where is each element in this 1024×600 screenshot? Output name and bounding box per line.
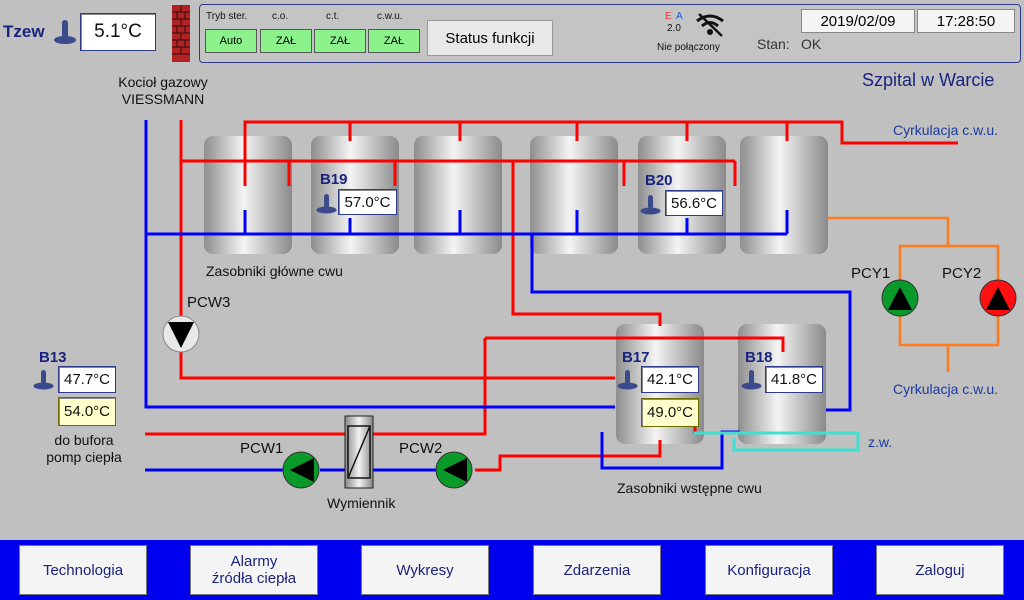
stan-value: OK xyxy=(801,36,822,52)
supply-pipes xyxy=(145,120,958,472)
connection-a: A xyxy=(676,11,683,22)
b19-value: 57.0°C xyxy=(338,189,397,215)
nav-zdarzenia-button[interactable]: Zdarzenia xyxy=(533,545,661,595)
ct-value[interactable]: ZAŁ xyxy=(314,29,366,53)
thermometer-icon xyxy=(617,370,638,390)
thermometer-icon xyxy=(741,370,762,390)
thermometer-icon xyxy=(54,20,76,44)
exchanger-label: Wymiennik xyxy=(327,495,396,511)
connection-e: E xyxy=(665,11,672,22)
cwu-header: c.w.u. xyxy=(377,11,403,22)
buffer-label: do bufora pomp ciepła xyxy=(46,432,122,465)
b20-label: B20 xyxy=(645,172,673,189)
b17-setpoint[interactable]: 49.0°C xyxy=(641,398,699,427)
pcw3-label: PCW3 xyxy=(187,294,231,311)
pump-pcy1[interactable] xyxy=(881,279,919,317)
nav-wykresy-button[interactable]: Wykresy xyxy=(361,545,489,595)
boiler-label: Kocioł gazowy VIESSMANN xyxy=(118,74,208,107)
time-display: 17:28:50 xyxy=(917,9,1015,33)
connection-version: 2.0 xyxy=(667,23,681,34)
return-pipes xyxy=(144,120,852,472)
thermometer-icon xyxy=(316,194,337,214)
tank-6 xyxy=(740,136,828,254)
thermometer-icon xyxy=(640,195,661,215)
outdoor-temp-value: 5.1°C xyxy=(80,13,156,51)
b17-value: 42.1°C xyxy=(641,366,699,393)
circulation-pipes xyxy=(828,216,1000,372)
pump-pcw2[interactable] xyxy=(435,451,473,489)
nav-zaloguj-button[interactable]: Zaloguj xyxy=(876,545,1004,595)
tank-1 xyxy=(204,136,292,254)
main-tanks-label: Zasobniki główne cwu xyxy=(206,263,343,279)
b13-setpoint[interactable]: 54.0°C xyxy=(58,397,116,426)
site-title: Szpital w Warcie xyxy=(862,70,995,90)
circulation-top-label: Cyrkulacja c.w.u. xyxy=(893,122,999,138)
pcy1-label: PCY1 xyxy=(851,265,891,282)
b19-label: B19 xyxy=(320,171,348,188)
nav-technologia-button[interactable]: Technologia xyxy=(19,545,147,595)
pcw2-label: PCW2 xyxy=(399,440,443,457)
cwu-value[interactable]: ZAŁ xyxy=(368,29,420,53)
tank-3 xyxy=(414,136,502,254)
b17-label: B17 xyxy=(622,349,650,366)
co-value[interactable]: ZAŁ xyxy=(260,29,312,53)
cold-water-label: z.w. xyxy=(868,434,893,450)
wifi-off-icon xyxy=(696,13,724,37)
pump-pcw3[interactable] xyxy=(162,315,200,353)
pump-pcw1[interactable] xyxy=(282,451,320,489)
b13-value: 47.7°C xyxy=(58,366,116,393)
outdoor-temp-label: Tzew xyxy=(3,22,45,41)
cold-water-pipe xyxy=(694,431,860,452)
nav-konfiguracja-button[interactable]: Konfiguracja xyxy=(705,545,833,595)
ct-header: c.t. xyxy=(326,11,340,22)
main-tanks xyxy=(204,136,828,254)
b13-label: B13 xyxy=(39,349,67,366)
thermometer-icon xyxy=(33,370,54,390)
bottom-nav-bar xyxy=(0,540,1024,600)
pcw1-label: PCW1 xyxy=(240,440,284,457)
pump-pcy2[interactable] xyxy=(979,279,1017,317)
pcy2-label: PCY2 xyxy=(942,265,982,282)
status-functions-button[interactable]: Status funkcji xyxy=(427,20,553,56)
mode-header: Tryb ster. xyxy=(206,11,248,22)
stan-label: Stan: xyxy=(757,36,790,52)
circulation-bottom-label: Cyrkulacja c.w.u. xyxy=(893,381,999,397)
tank-4 xyxy=(530,136,618,254)
chimney-icon xyxy=(172,5,190,62)
b20-value: 56.6°C xyxy=(665,190,723,216)
date-display: 2019/02/09 xyxy=(801,9,915,33)
pre-tanks-label: Zasobniki wstępne cwu xyxy=(617,480,762,496)
connection-status: Nie połączony xyxy=(657,42,720,53)
nav-alarmy-button[interactable]: Alarmy źródła ciepła xyxy=(190,545,318,595)
heat-exchanger xyxy=(344,415,374,489)
b18-label: B18 xyxy=(745,349,773,366)
b18-value: 41.8°C xyxy=(765,366,823,393)
mode-value[interactable]: Auto xyxy=(205,29,257,53)
co-header: c.o. xyxy=(272,11,289,22)
